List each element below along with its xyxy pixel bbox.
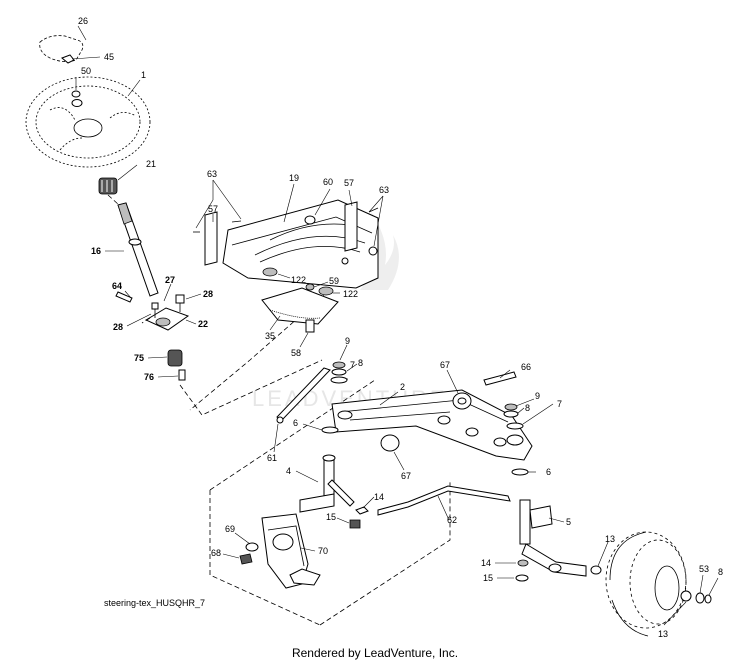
label-122-left: 122 [291,275,306,285]
label-63-left: 63 [207,169,217,179]
label-4: 4 [286,466,291,476]
label-64: 64 [112,281,122,291]
label-67-bottom: 67 [401,471,411,481]
label-27: 27 [165,275,175,285]
label-57-left: 57 [208,204,218,214]
label-59: 59 [329,276,339,286]
label-14-right: 14 [481,558,491,568]
pedal-plate-icon [261,513,321,589]
label-2: 2 [400,382,405,392]
label-76: 76 [144,372,154,382]
steering-plate-icon [193,199,379,296]
label-58: 58 [291,348,301,358]
label-26: 26 [78,16,88,26]
label-13-bottom: 13 [658,629,668,639]
label-8-left: 8 [358,358,363,368]
drag-link-icon [276,367,331,424]
steering-cap-icon [39,35,84,64]
label-28-top: 28 [203,289,213,299]
label-122-right: 122 [343,289,358,299]
label-35: 35 [265,331,275,341]
steering-shaft-icon [98,177,159,297]
label-22: 22 [198,319,208,329]
label-66: 66 [521,362,531,372]
spindle-washer-icon [515,559,529,582]
label-6-right: 6 [546,467,551,477]
front-wheel-icon [590,531,712,637]
label-62: 62 [447,515,457,525]
label-50: 50 [81,66,91,76]
label-8-right: 8 [525,403,530,413]
label-19: 19 [289,173,299,183]
label-28-bottom: 28 [113,322,123,332]
label-21: 21 [146,159,156,169]
spindle-left-icon [299,454,355,513]
label-9-right: 9 [535,391,540,401]
column-bracket-icon [115,291,190,381]
front-axle-icon [331,389,533,461]
label-60: 60 [323,177,333,187]
label-6-left: 6 [293,418,298,428]
tie-rod-icon [377,485,511,516]
label-1: 1 [141,70,146,80]
steering-wheel-icon [25,76,151,168]
pedal-fastener-icon [239,542,259,565]
label-53: 53 [699,564,709,574]
label-68: 68 [211,548,221,558]
sector-gear-icon [261,287,339,333]
label-70: 70 [318,546,328,556]
label-57-right: 57 [344,178,354,188]
label-45: 45 [104,52,114,62]
label-61: 61 [267,453,277,463]
rendered-by-footer: Rendered by LeadVenture, Inc. [291,646,459,660]
label-15-right: 15 [483,573,493,583]
label-16: 16 [91,246,101,256]
label-15-left: 15 [326,512,336,522]
label-14-left: 14 [374,492,384,502]
pivot-bushing-icon [380,371,517,452]
part-labels: 26 45 50 1 21 16 64 27 28 28 22 75 76 63… [78,16,723,639]
label-7-right: 7 [557,399,562,409]
label-5: 5 [566,517,571,527]
label-75: 75 [134,353,144,363]
label-63-right: 63 [379,185,389,195]
jam-nut-icon [349,506,369,529]
label-8-wheel: 8 [718,567,723,577]
label-69: 69 [225,524,235,534]
spindle-right-icon [519,499,587,577]
washers-icon [321,361,529,476]
label-67-top: 67 [440,360,450,370]
label-9-left: 9 [345,336,350,346]
label-7-left: 7 [350,360,355,370]
diagram-id-label: steering-tex_HUSQHR_7 [104,598,205,608]
wheel-nut-icon [71,90,83,107]
label-13-top: 13 [605,534,615,544]
